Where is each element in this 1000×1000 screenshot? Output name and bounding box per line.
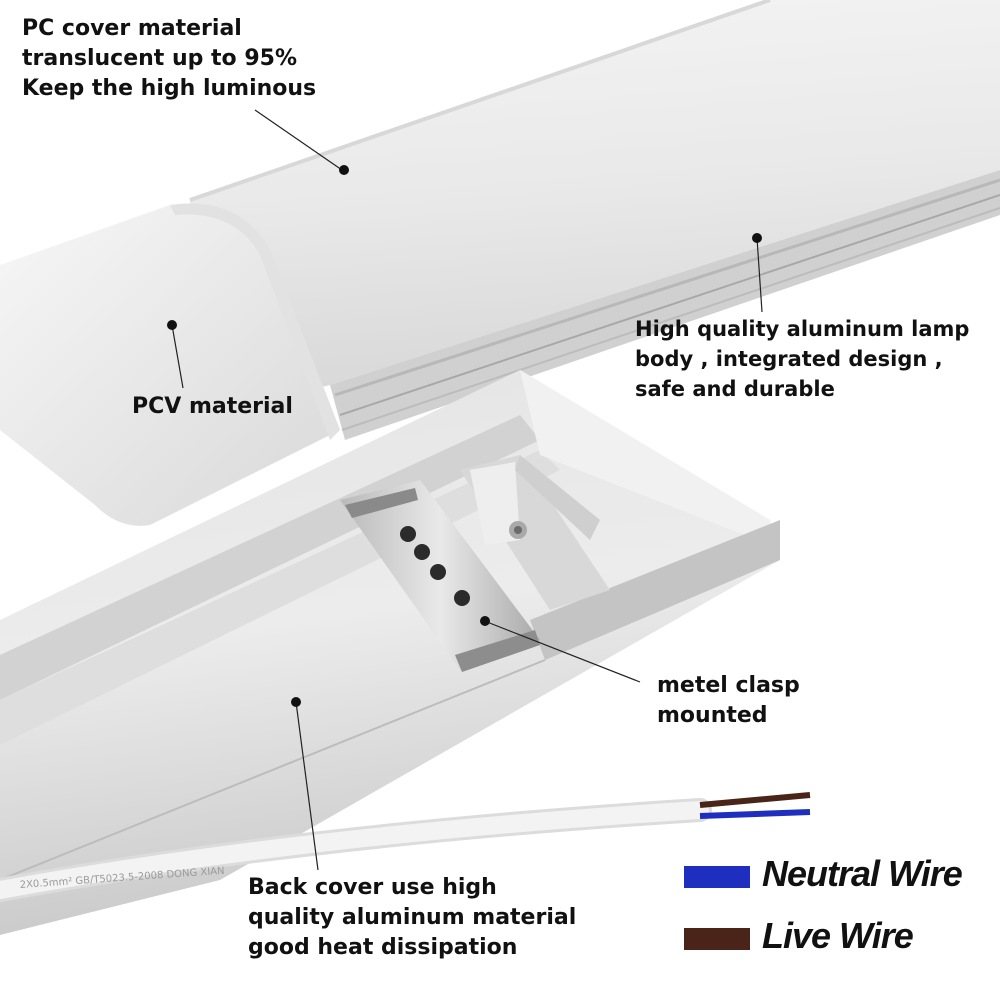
callout-line: mounted (657, 703, 768, 728)
callout-back-cover: Back cover use high quality aluminum mat… (248, 873, 576, 963)
callout-line: good heat dissipation (248, 935, 518, 960)
callout-line: safe and durable (635, 377, 835, 401)
legend-label-neutral: Neutral Wire (762, 853, 963, 894)
mounting-bracket (460, 455, 610, 610)
legend-swatch-neutral (684, 866, 750, 888)
callout-line: metel clasp (657, 673, 800, 698)
dot-clasp (480, 616, 490, 626)
callout-line: body , integrated design , (635, 347, 943, 371)
callout-clasp: metel clasp mounted (657, 671, 800, 731)
leader-back-cover (295, 701, 319, 871)
lamp-end-cap (0, 203, 340, 526)
callout-leaders (171, 109, 763, 871)
callout-pcv: PCV material (132, 392, 293, 422)
legend-label-live: Live Wire (762, 915, 914, 956)
callout-lamp-body: High quality aluminum lamp body , integr… (635, 314, 969, 404)
leader-clasp (486, 621, 641, 683)
callout-line: Keep the high luminous (22, 76, 317, 101)
callout-line: PCV material (132, 394, 293, 419)
leader-lamp-body (756, 237, 763, 313)
callout-dots (167, 165, 762, 707)
callout-line: High quality aluminum lamp (635, 317, 970, 341)
callout-line: translucent up to 95% (22, 46, 297, 71)
metal-clasp (340, 480, 540, 672)
callout-line: PC cover material (22, 16, 242, 41)
leader-pcv (171, 324, 184, 389)
dot-pcv (167, 320, 177, 330)
lamp-diffuser-tube (189, 0, 1000, 440)
legend-swatch-live (684, 928, 750, 950)
callout-line: quality aluminum material (248, 905, 577, 930)
callout-pc-cover: PC cover material translucent up to 95% … (22, 14, 316, 104)
dot-back-cover (291, 697, 301, 707)
callout-line: Back cover use high (248, 875, 497, 900)
dot-pc-cover (339, 165, 349, 175)
dot-lamp-body (752, 233, 762, 243)
leader-pc-cover (254, 109, 343, 171)
